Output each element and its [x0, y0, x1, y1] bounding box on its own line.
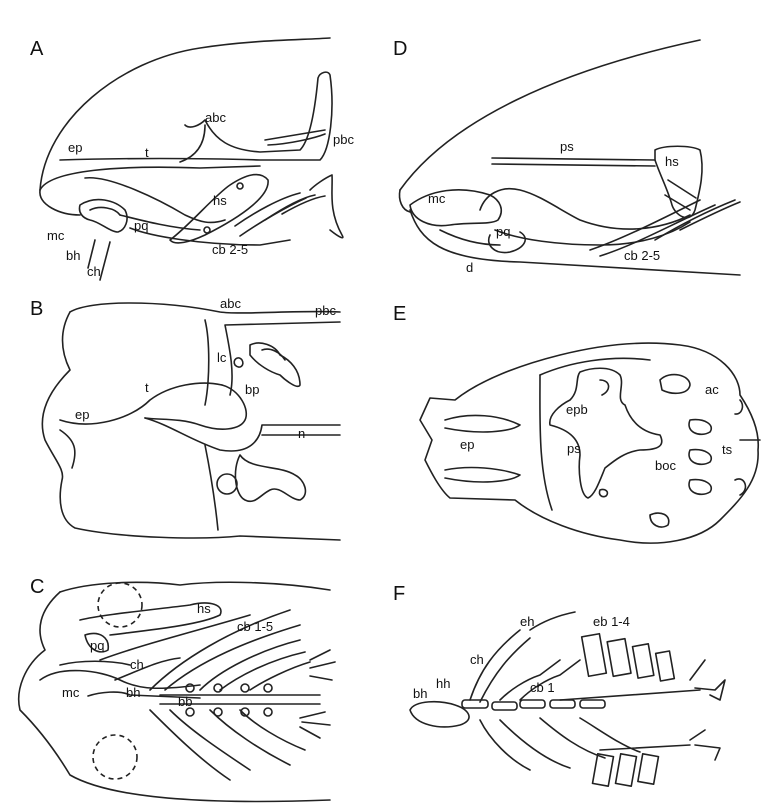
label-e-ac: ac — [705, 382, 719, 397]
label-f-ch: ch — [470, 652, 484, 667]
label-b-lc: lc — [217, 350, 227, 365]
label-b-t: t — [145, 380, 149, 395]
label-c-bb: bb — [178, 694, 192, 709]
label-e-ep: ep — [460, 437, 474, 452]
label-a-ch: ch — [87, 264, 101, 279]
panel-a-drawing — [40, 38, 343, 280]
label-a-pq: pq — [134, 218, 148, 233]
label-d-cb: cb 2-5 — [624, 248, 660, 263]
label-d-hs: hs — [665, 154, 679, 169]
label-a-pbc: pbc — [333, 132, 354, 147]
label-f-bh: bh — [413, 686, 427, 701]
panel-d-letter: D — [393, 38, 407, 60]
label-d-ps: ps — [560, 139, 574, 154]
label-b-ep: ep — [75, 407, 89, 422]
label-a-bh: bh — [66, 248, 80, 263]
label-b-abc: abc — [220, 296, 241, 311]
label-a-abc: abc — [205, 110, 226, 125]
panel-c-letter: C — [30, 576, 44, 598]
label-c-pq: pq — [90, 638, 104, 653]
panel-a-letter: A — [30, 38, 44, 60]
panel-d: D ps hs mc pq d cb 2-5 — [393, 38, 740, 275]
panel-c: C — [19, 576, 335, 802]
panel-d-drawing — [399, 40, 740, 275]
panel-e-letter: E — [393, 303, 406, 325]
label-f-hh: hh — [436, 676, 450, 691]
label-a-t: t — [145, 145, 149, 160]
panel-f: F — [393, 583, 725, 786]
panel-b: B abc pbc lc t bp ep n — [30, 296, 340, 540]
panel-a: A abc ep t — [30, 38, 354, 280]
label-c-hs: hs — [197, 601, 211, 616]
panel-f-labels: eh eb 1-4 ch hh bh cb 1 — [413, 614, 630, 701]
label-d-mc: mc — [428, 191, 446, 206]
panel-e: E ac epb ep ps boc ts — [393, 303, 760, 543]
label-f-eb: eb 1-4 — [593, 614, 630, 629]
label-e-epb: epb — [566, 402, 588, 417]
label-e-ps: ps — [567, 441, 581, 456]
label-c-cb: cb 1-5 — [237, 619, 273, 634]
label-e-boc: boc — [655, 458, 676, 473]
panel-f-letter: F — [393, 583, 405, 605]
label-e-ts: ts — [722, 442, 733, 457]
label-a-cb: cb 2-5 — [212, 242, 248, 257]
label-d-pq: pq — [496, 224, 510, 239]
label-b-n: n — [298, 426, 305, 441]
label-a-ep: ep — [68, 140, 82, 155]
label-f-cb: cb 1 — [530, 680, 555, 695]
panel-b-letter: B — [30, 298, 43, 320]
label-a-hs: hs — [213, 193, 227, 208]
label-d-d: d — [466, 260, 473, 275]
label-b-bp: bp — [245, 382, 259, 397]
label-c-bh: bh — [126, 685, 140, 700]
label-f-eh: eh — [520, 614, 534, 629]
label-c-mc: mc — [62, 685, 80, 700]
label-a-mc: mc — [47, 228, 65, 243]
label-c-ch: ch — [130, 657, 144, 672]
label-b-pbc: pbc — [315, 303, 336, 318]
panel-e-labels: ac epb ep ps boc ts — [460, 382, 733, 473]
panel-f-drawing — [410, 612, 725, 786]
